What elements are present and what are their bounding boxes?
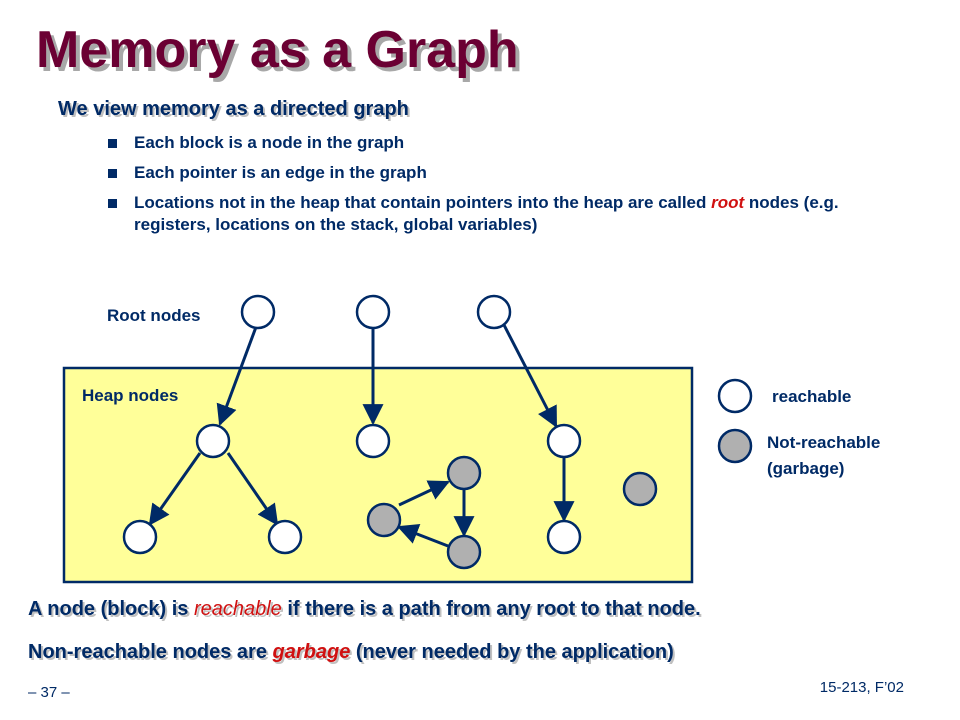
root-nodes-label: Root nodes [107,306,201,325]
bullet-block-node: Each block is a node in the graph [108,132,918,154]
garbage-keyword: garbage [272,641,351,663]
legend-reachable-swatch [717,378,753,414]
legend-not-reachable-label: Not-reachable [767,433,880,452]
bullet-text-before: Locations not in the heap that contain p… [134,193,712,212]
reachable-definition: A node (block) is reachable if there is … [28,598,701,621]
garbage-node [366,502,402,538]
footer-text: A node (block) is [28,598,194,620]
reachable-keyword: reachable [193,598,282,620]
footer-text: if there is a path from any root to that… [281,598,701,620]
bullet-square-icon [108,199,117,208]
garbage-node [446,455,482,491]
reachable-node [267,519,303,555]
legend-reachable-label: reachable [772,387,851,406]
edge-root1-to-heap [216,326,258,426]
bullet-square-icon [108,139,117,148]
edge-garbage-to-left [397,524,449,548]
edge-garbage-to-top [398,480,450,507]
legend: reachable Not-reachable (garbage) [717,378,880,478]
legend-garbage-label: (garbage) [767,459,844,478]
footer-text: (never needed by the application) [350,641,674,663]
bullet-pointer-edge: Each pointer is an edge in the graph [108,162,918,184]
heap-region [62,366,694,584]
heap-nodes-label: Heap nodes [82,386,178,405]
bullet-root-nodes: Locations not in the heap that contain p… [108,192,918,236]
root-node [355,294,391,330]
edge-heap-left [148,452,202,526]
reachable-node [546,519,582,555]
bullet-text: Each pointer is an edge in the graph [134,163,427,182]
slide-title: Memory as a Graph [36,21,519,79]
intro-text: We view memory as a directed graph [58,98,409,120]
root-node [476,294,512,330]
bullet-text-after: nodes (e.g. registers, locations on the … [134,193,839,234]
graph-nodes [122,294,658,570]
reachable-node [546,423,582,459]
root-keyword: root [711,193,745,212]
bullet-square-icon [108,169,117,178]
pointer-edges [148,322,575,548]
bullet-list: Each block is a node in the graph Each p… [108,132,918,244]
garbage-definition: Non-reachable nodes are garbage (never n… [28,641,674,664]
edge-heap-right [226,452,279,526]
legend-garbage-swatch [717,428,753,464]
bullet-text: Each block is a node in the graph [134,133,405,152]
page-number: – 37 – [28,684,70,701]
root-node [240,294,276,330]
reachable-node [122,519,158,555]
reachable-node [195,423,231,459]
reachable-node [355,423,391,459]
footer-text: Non-reachable nodes are [28,641,273,663]
garbage-node [446,534,482,570]
garbage-node [622,471,658,507]
edge-root3-to-heap [501,322,558,428]
course-label: 15-213, F’02 [819,679,904,696]
